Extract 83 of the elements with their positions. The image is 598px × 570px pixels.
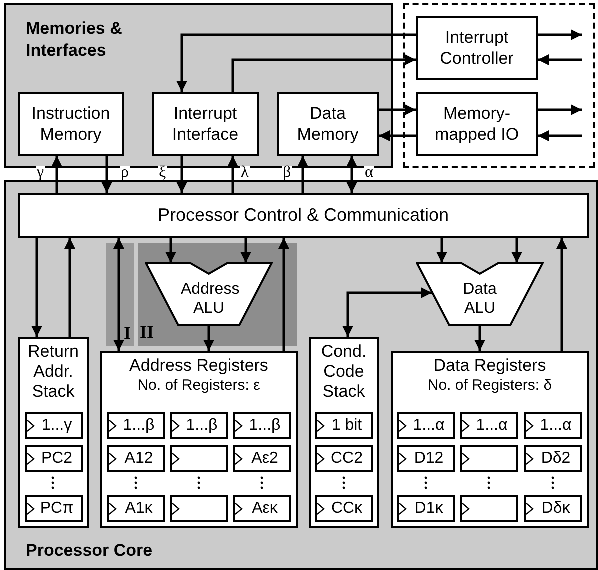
component-box bbox=[152, 92, 259, 156]
register-label: 1...β bbox=[185, 416, 218, 434]
section-panel bbox=[4, 180, 598, 570]
register-label: 1 bit bbox=[330, 416, 362, 434]
component-box bbox=[18, 193, 589, 238]
register-cell bbox=[170, 495, 228, 522]
register-cell bbox=[397, 495, 455, 522]
edge-label: ξ bbox=[158, 166, 168, 180]
edge-label: ρ bbox=[120, 166, 130, 180]
register-cell bbox=[25, 412, 83, 439]
register-label: Aε2 bbox=[250, 450, 278, 468]
component-box bbox=[18, 92, 124, 156]
register-file-box bbox=[100, 351, 298, 528]
register-cell bbox=[315, 412, 373, 439]
register-cell bbox=[107, 412, 165, 439]
register-label: 1...α bbox=[539, 416, 572, 434]
section-heading: Memories & Interfaces bbox=[26, 18, 124, 62]
dashed-boundary bbox=[403, 3, 595, 168]
edge-label: β bbox=[282, 166, 292, 180]
register-cell bbox=[524, 412, 582, 439]
edge-label: λ bbox=[240, 166, 250, 180]
register-cell bbox=[170, 445, 228, 472]
register-cell bbox=[315, 495, 373, 522]
register-label: 1...β bbox=[248, 416, 281, 434]
register-count: No. of Registers: ε bbox=[136, 376, 262, 396]
box-label: Memory-mapped IO bbox=[434, 103, 520, 145]
alu-trapezoid bbox=[145, 262, 273, 326]
register-label: Aεκ bbox=[251, 500, 278, 518]
register-label: 1...α bbox=[475, 416, 508, 434]
register-cell bbox=[524, 445, 582, 472]
register-cell bbox=[233, 445, 291, 472]
register-cell bbox=[397, 445, 455, 472]
register-label: CCκ bbox=[330, 500, 363, 518]
edge-label: α bbox=[364, 166, 374, 180]
register-cell bbox=[460, 495, 518, 522]
register-cell bbox=[107, 495, 165, 522]
shaded-region bbox=[138, 243, 297, 346]
register-cell bbox=[25, 495, 83, 522]
register-cell bbox=[233, 495, 291, 522]
component-box bbox=[416, 16, 538, 80]
box-label: Data Memory bbox=[296, 103, 360, 145]
register-cell bbox=[107, 445, 165, 472]
box-label: Instruction Memory bbox=[30, 103, 112, 145]
edge-label: γ bbox=[36, 166, 46, 180]
register-label: Dδ2 bbox=[540, 450, 571, 468]
register-label: 1...α bbox=[412, 416, 445, 434]
register-label: A12 bbox=[124, 450, 154, 468]
alu-trapezoid bbox=[416, 262, 544, 326]
section-heading: Processor Core bbox=[26, 540, 154, 562]
box-label: Interrupt Controller bbox=[439, 27, 515, 69]
register-file-title: Data Registers bbox=[432, 356, 548, 376]
register-cell bbox=[397, 412, 455, 439]
register-label: CC2 bbox=[330, 450, 363, 468]
register-file-title: Return Addr. Stack bbox=[26, 342, 80, 402]
register-file-box bbox=[309, 337, 379, 528]
register-cell bbox=[524, 495, 582, 522]
register-label: PC2 bbox=[40, 450, 73, 468]
register-cell bbox=[460, 412, 518, 439]
register-file-box bbox=[391, 351, 589, 528]
band-label: I bbox=[124, 323, 132, 343]
register-label: A1κ bbox=[124, 500, 153, 518]
register-label: D1κ bbox=[414, 500, 444, 518]
box-label: Processor Control & Communication bbox=[156, 205, 450, 226]
register-cell bbox=[170, 412, 228, 439]
register-label: 1...β bbox=[122, 416, 155, 434]
component-box bbox=[277, 92, 379, 156]
register-file-title: Address Registers bbox=[128, 356, 270, 376]
component-box bbox=[416, 92, 538, 156]
register-label: PCπ bbox=[39, 500, 74, 518]
register-label: 1...γ bbox=[40, 416, 72, 434]
register-cell bbox=[315, 445, 373, 472]
register-file-title: Cond. Code Stack bbox=[320, 342, 368, 402]
register-cell bbox=[25, 445, 83, 472]
register-label: Dδκ bbox=[540, 500, 570, 518]
register-file-box bbox=[18, 337, 89, 528]
alu-label: Data ALU bbox=[462, 280, 498, 318]
register-count: No. of Registers: δ bbox=[426, 376, 554, 396]
region-label: II bbox=[140, 322, 154, 342]
register-cell bbox=[233, 412, 291, 439]
alu-label: Address ALU bbox=[180, 280, 241, 318]
register-cell bbox=[460, 445, 518, 472]
box-label: Interrupt Interface bbox=[171, 103, 240, 145]
register-label: D12 bbox=[413, 450, 444, 468]
